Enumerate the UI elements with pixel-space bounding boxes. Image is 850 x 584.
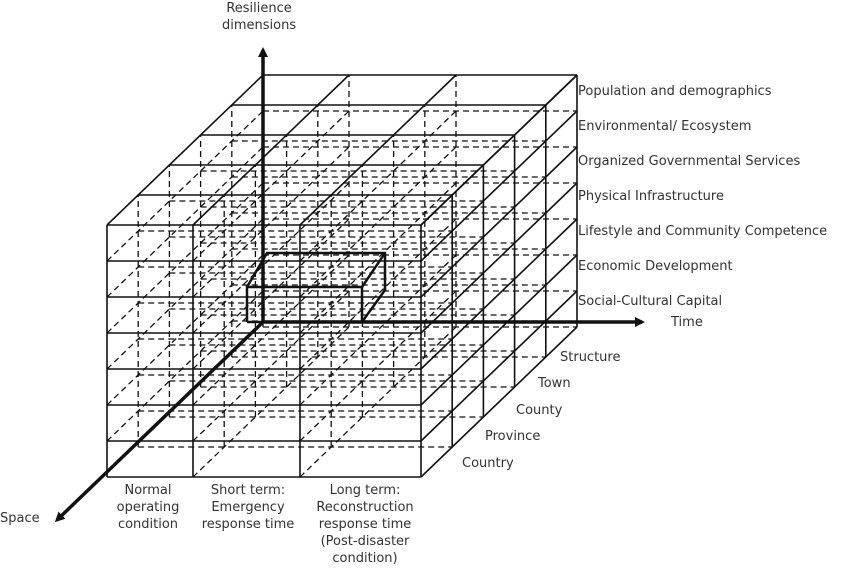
phase-line: condition	[117, 517, 179, 532]
hidden-depth-line	[106, 290, 264, 442]
hidden-depth-line	[192, 182, 350, 334]
phase-line: Emergency	[211, 500, 285, 515]
phase-line: operating	[116, 500, 180, 515]
phase-line: response time	[201, 517, 295, 532]
phase-line: Short term:	[210, 483, 286, 498]
side-depth-line	[420, 290, 578, 442]
hidden-depth-line	[192, 254, 350, 406]
space-axis	[54, 320, 265, 523]
side-depth-line	[420, 74, 578, 226]
time-phase-short-term: Short term: Emergency response time	[198, 482, 298, 533]
space-level-label: Province	[485, 429, 541, 444]
hidden-depth-line	[299, 146, 457, 298]
hidden-depth-line	[299, 110, 457, 262]
phase-line: response time	[318, 517, 412, 532]
phase-line: Reconstruction	[316, 500, 414, 515]
side-depth-line	[420, 182, 578, 334]
side-depth-line	[420, 146, 578, 298]
362-top-edge	[360, 252, 387, 288]
side-depth-line	[420, 110, 578, 262]
hidden-depth-line	[106, 182, 264, 334]
hidden-depth-line	[299, 218, 457, 370]
phase-line: Long term:	[329, 483, 401, 498]
hidden-depth-line	[299, 326, 457, 478]
side-depth-line	[420, 218, 578, 370]
hidden-depth-line	[299, 254, 457, 406]
dimension-label: Environmental/ Ecosystem	[578, 119, 752, 134]
hidden-depth-line	[106, 254, 264, 406]
phase-line: (Post-disaster	[320, 534, 410, 549]
space-axis-label: Space	[0, 511, 40, 526]
top-depth-line	[299, 74, 457, 226]
time-phase-long-term: Long term: Reconstruction response time …	[310, 482, 420, 567]
side-depth-line	[420, 254, 578, 406]
phase-line: Normal	[124, 483, 172, 498]
dimension-label: Social-Cultural Capital	[578, 294, 723, 309]
dimension-label: Economic Development	[578, 259, 733, 274]
top-depth-line	[106, 74, 264, 226]
phase-line: condition)	[332, 551, 398, 566]
space-level-label: County	[516, 403, 563, 418]
hidden-depth-line	[106, 146, 264, 298]
hidden-depth-line	[192, 146, 350, 298]
axis-label-line: Resilience	[226, 1, 292, 16]
time-phase-normal: Normal operating condition	[108, 482, 188, 533]
side-depth-line	[420, 326, 578, 478]
dimension-label: Organized Governmental Services	[578, 154, 801, 169]
dimension-label: Population and demographics	[578, 84, 772, 99]
hidden-depth-line	[106, 110, 264, 262]
space-level-label: Structure	[560, 350, 621, 365]
dimension-label: Physical Infrastructure	[578, 189, 724, 204]
top-depth-line	[192, 74, 350, 226]
hidden-depth-line	[299, 182, 457, 334]
axis-label-line: dimensions	[222, 18, 297, 33]
space-level-label: Country	[462, 456, 514, 471]
hidden-depth-line	[299, 290, 457, 442]
hidden-depth-line	[192, 326, 350, 478]
dimension-label: Lifestyle and Community Competence	[578, 224, 828, 239]
hidden-depth-line	[106, 218, 264, 370]
hidden-depth-line	[192, 290, 350, 442]
hidden-depth-line	[192, 110, 350, 262]
hidden-depth-line	[192, 218, 350, 370]
time-axis-label: Time	[671, 315, 703, 330]
space-level-label: Town	[538, 376, 571, 391]
resilience-axis-label: Resilience dimensions	[222, 0, 296, 34]
